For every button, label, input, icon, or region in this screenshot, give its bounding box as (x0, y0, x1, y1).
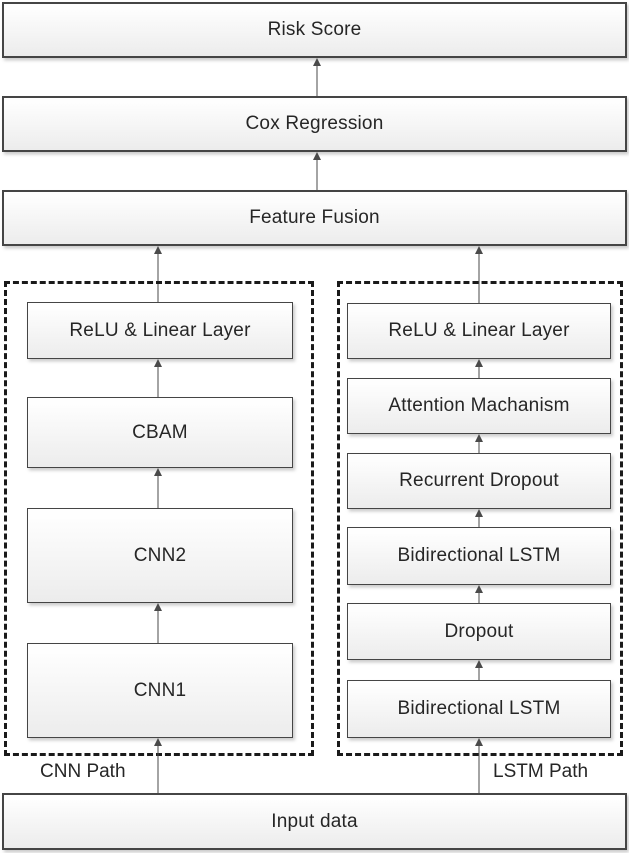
lstm-path-label: LSTM Path (493, 761, 589, 782)
node-risk-score: Risk Score (2, 2, 627, 58)
arrow-input-to-bilstm2-icon (473, 738, 485, 793)
arrow-cox-to-risk-icon (311, 58, 323, 96)
cnn-path-label: CNN Path (40, 761, 126, 782)
node-cox-regression: Cox Regression (2, 96, 627, 152)
arrow-bilstm1-to-recdropout-icon (473, 509, 485, 527)
node-bidirectional-lstm-lower: Bidirectional LSTM (347, 680, 611, 738)
node-cbam: CBAM (27, 397, 293, 468)
node-attention-mechanism: Attention Machanism (347, 378, 611, 434)
arrow-bilstm2-to-dropout-icon (473, 660, 485, 680)
node-input-data: Input data (2, 793, 627, 850)
arrow-recdropout-to-attention-icon (473, 434, 485, 453)
arrow-dropout-to-bilstm1-icon (473, 585, 485, 603)
arrow-cnn2-to-cbam-icon (152, 468, 164, 508)
arrow-fusion-to-cox-icon (311, 152, 323, 190)
arrow-cbam-to-relu-icon (152, 359, 164, 397)
arrow-cnn1-to-cnn2-icon (152, 603, 164, 643)
node-cnn1: CNN1 (27, 643, 293, 738)
node-recurrent-dropout: Recurrent Dropout (347, 453, 611, 509)
node-bidirectional-lstm-upper: Bidirectional LSTM (347, 527, 611, 585)
node-cnn-relu-linear: ReLU & Linear Layer (27, 302, 293, 359)
node-feature-fusion: Feature Fusion (2, 190, 627, 246)
arrow-input-to-cnn1-icon (152, 738, 164, 793)
node-cnn2: CNN2 (27, 508, 293, 603)
arrow-attention-to-relu-icon (473, 359, 485, 378)
node-lstm-relu-linear: ReLU & Linear Layer (347, 303, 611, 359)
node-dropout: Dropout (347, 603, 611, 660)
